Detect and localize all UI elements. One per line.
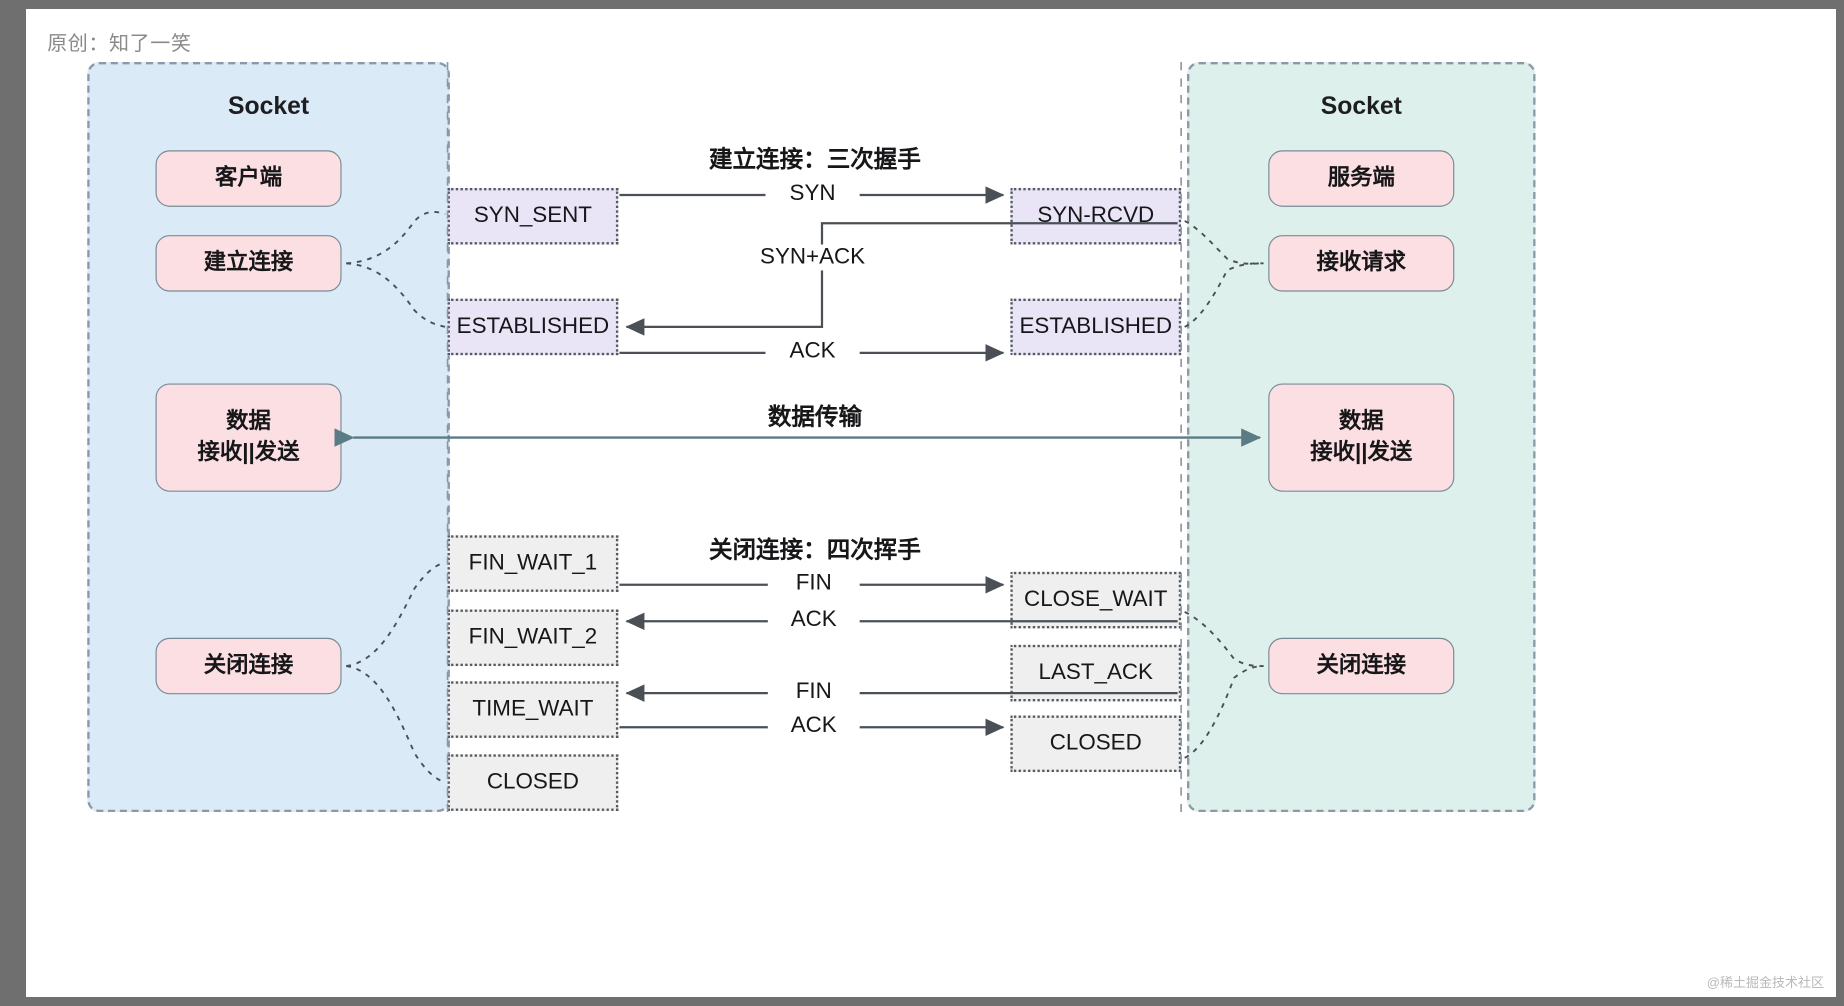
- left-node-data-line1: 数据: [226, 409, 271, 435]
- right-node-close: 关闭连接: [1268, 637, 1455, 695]
- client-state-closed-label: CLOSED: [486, 769, 579, 795]
- client-state-time-wait-label: TIME_WAIT: [472, 696, 594, 722]
- client-state-established-label: ESTABLISHED: [456, 313, 610, 339]
- edge-label-syn: SYN: [765, 180, 860, 207]
- server-state-established: ESTABLISHED: [1010, 298, 1182, 356]
- server-state-closed: CLOSED: [1010, 715, 1182, 773]
- server-state-syn-rcvd-label: SYN-RCVD: [1037, 203, 1155, 229]
- section-label-handshake: 建立连接：三次握手: [708, 146, 921, 173]
- left-node-establish: 建立连接: [155, 235, 342, 292]
- left-node-client-label: 客户端: [214, 165, 283, 191]
- server-state-last-ack: LAST_ACK: [1010, 644, 1182, 702]
- right-node-close-label: 关闭连接: [1316, 653, 1407, 679]
- right-node-data-line1: 数据: [1338, 409, 1384, 435]
- client-state-fin-wait-1: FIN_WAIT_1: [447, 535, 619, 592]
- right-node-server-label: 服务端: [1327, 165, 1395, 191]
- diagram-canvas: 原创：知了一笑 Socket 客户端 建立连接 数据 接收||发送 关闭连接 S…: [26, 9, 1836, 997]
- left-node-data: 数据 接收||发送: [155, 383, 342, 492]
- client-state-fin-wait-1-label: FIN_WAIT_1: [468, 550, 598, 576]
- byline-text: 原创：知了一笑: [47, 32, 192, 55]
- server-state-close-wait-label: CLOSE_WAIT: [1024, 587, 1168, 612]
- client-state-closed: CLOSED: [447, 754, 619, 811]
- left-node-establish-label: 建立连接: [203, 250, 294, 276]
- edge-label-ack-handshake: ACK: [765, 338, 860, 365]
- right-node-server: 服务端: [1268, 150, 1455, 207]
- section-label-transfer: 数据传输: [767, 404, 863, 431]
- server-state-close-wait: CLOSE_WAIT: [1010, 571, 1182, 629]
- client-state-time-wait: TIME_WAIT: [447, 681, 619, 738]
- client-state-syn-sent-label: SYN_SENT: [473, 203, 592, 229]
- section-label-teardown: 关闭连接：四次挥手: [708, 537, 921, 564]
- left-node-close-label: 关闭连接: [203, 653, 294, 679]
- left-panel-title: Socket: [228, 92, 310, 120]
- left-node-data-line2: 接收||发送: [197, 439, 300, 465]
- right-node-receive: 接收请求: [1268, 235, 1455, 292]
- client-state-established: ESTABLISHED: [447, 298, 619, 356]
- diagram-scale-wrapper: 原创：知了一笑 Socket 客户端 建立连接 数据 接收||发送 关闭连接 S…: [26, 9, 1836, 997]
- right-node-receive-label: 接收请求: [1316, 250, 1407, 276]
- edge-label-fin-1: FIN: [767, 570, 860, 597]
- server-state-last-ack-label: LAST_ACK: [1038, 660, 1153, 685]
- client-state-fin-wait-2-label: FIN_WAIT_2: [468, 624, 598, 650]
- client-state-fin-wait-2: FIN_WAIT_2: [447, 609, 619, 667]
- server-state-established-label: ESTABLISHED: [1019, 313, 1173, 339]
- left-node-client: 客户端: [155, 150, 342, 207]
- edge-label-ack-2: ACK: [767, 607, 860, 634]
- server-state-syn-rcvd: SYN-RCVD: [1010, 187, 1182, 245]
- right-panel-title: Socket: [1320, 92, 1402, 120]
- server-state-closed-label: CLOSED: [1049, 730, 1142, 756]
- right-node-data: 数据 接收||发送: [1268, 383, 1455, 492]
- left-node-close: 关闭连接: [155, 637, 342, 695]
- edge-label-syn-ack: SYN+ACK: [732, 244, 893, 271]
- edge-label-ack-3: ACK: [767, 713, 860, 740]
- client-state-syn-sent: SYN_SENT: [447, 187, 619, 245]
- right-node-data-line2: 接收||发送: [1310, 439, 1413, 465]
- watermark-text: @稀土掘金技术社区: [1706, 975, 1824, 990]
- edge-label-fin-2: FIN: [767, 678, 860, 705]
